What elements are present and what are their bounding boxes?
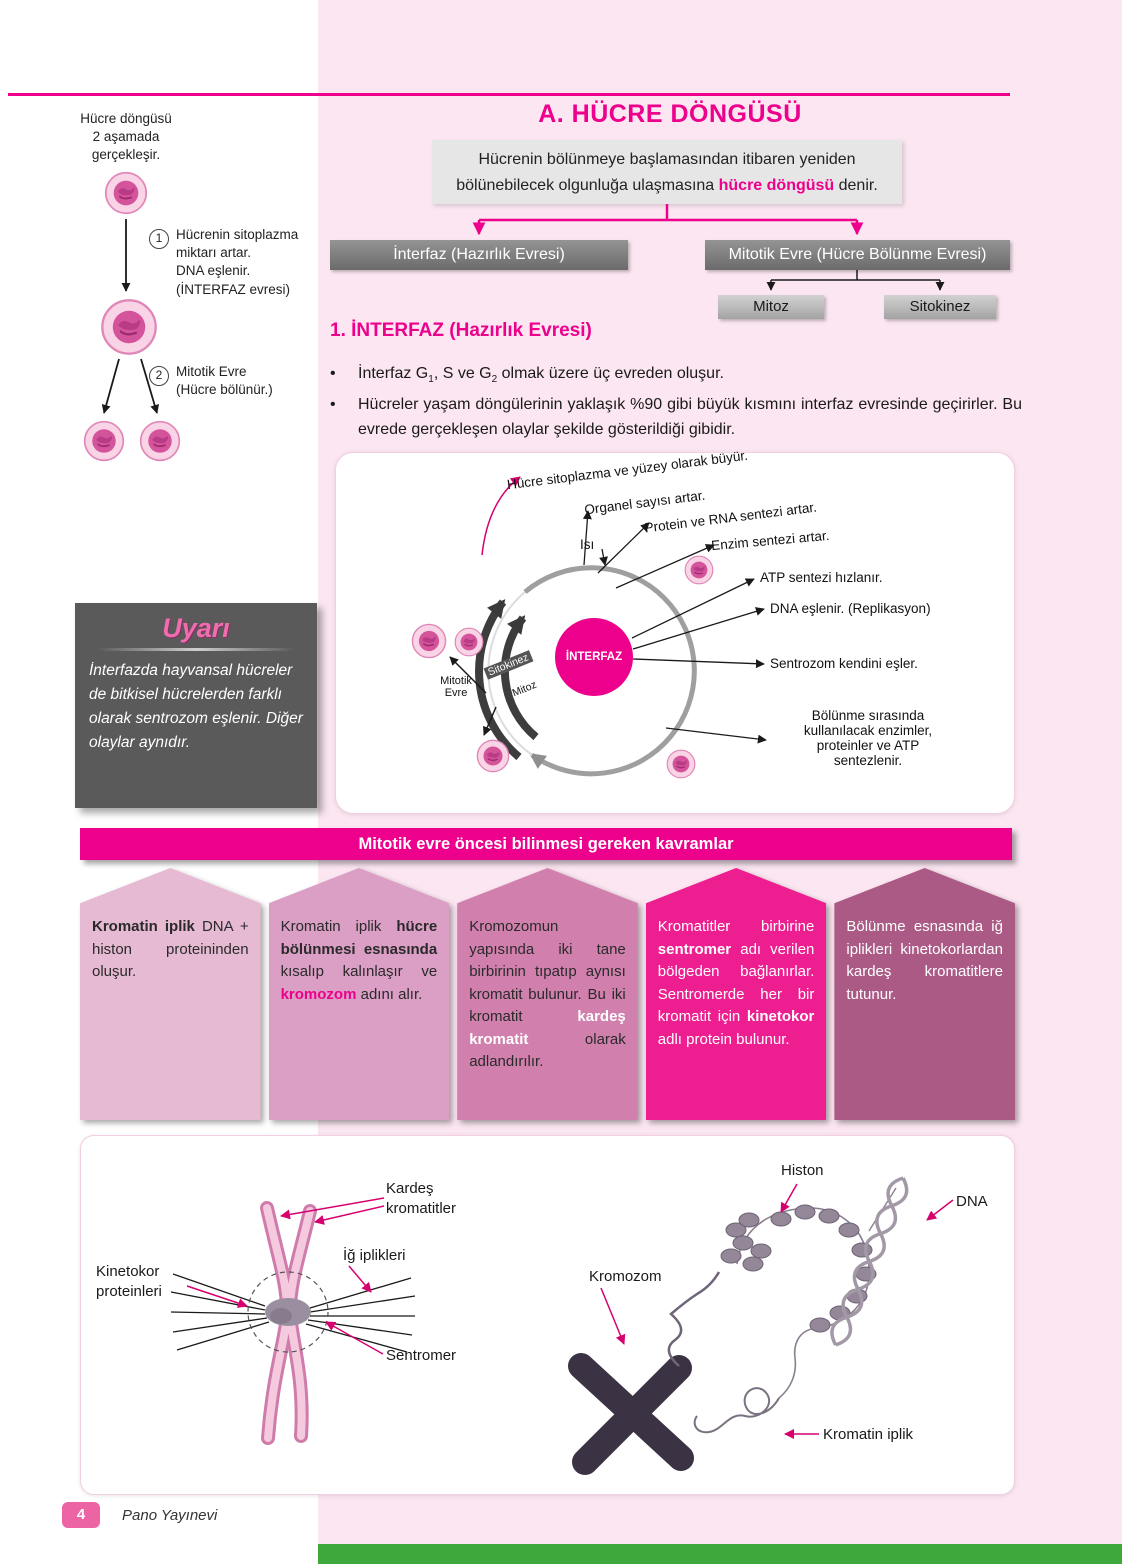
interphase-diagram-card: İNTERFAZ Hücre sitoplazma ve yüzey olara… [335, 448, 1015, 814]
concept-box-kromatit: Kromozomun yapısında iki tane birbirinin… [457, 868, 638, 1120]
label-division-enzymes: Bölünme sırasında kullanılacak enzimler,… [803, 708, 933, 768]
concept5-text: Bölünme esnasında iğ iplikleri kinetokor… [846, 918, 1003, 1003]
label-centrosome: Sentrozom kendini eşler. [770, 656, 918, 671]
cell-icon [83, 420, 125, 462]
warning-box: Uyarı İnterfazda hayvansal hücreler de b… [75, 603, 317, 808]
page-number-badge: 4 [62, 1502, 100, 1528]
concept4-text: Kromatitler birbirine [657, 918, 815, 935]
label-chromosome: Kromozom [589, 1268, 662, 1285]
bullet-marker: • [330, 365, 336, 382]
definition-text: Hücrenin bölünmeye başlamasından itibare… [456, 151, 856, 194]
concept1-bold: Kromatin iplik [92, 918, 195, 935]
cell-icon [476, 739, 510, 773]
cell-icon [104, 171, 148, 215]
page-title: A. HÜCRE DÖNGÜSÜ [538, 100, 802, 128]
concept-box-sentromer: Kromatitler birbirine sentromer adı veri… [645, 868, 827, 1120]
cell-division-figure [83, 171, 181, 462]
header-rule [8, 93, 1010, 96]
step-2-badge: 2 [149, 366, 169, 386]
definition-highlight: hücre döngüsü [718, 176, 835, 194]
concepts-banner: Mitotik evre öncesi bilinmesi gereken ka… [80, 828, 1012, 860]
warning-divider [97, 648, 295, 651]
concept2-text: Kromatin iplik [280, 918, 397, 935]
bullet-1-mid: , S ve G [433, 365, 492, 382]
cell-icon [139, 420, 181, 462]
g2-subscript: 2 [491, 374, 498, 386]
concept4-text2: adı verilen bölgeden bağlanırlar. Sentro… [657, 940, 815, 1026]
concept1-text: DNA + histon proteininden oluşur. [92, 918, 249, 980]
label-atp: ATP sentezi hızlanır. [760, 570, 883, 585]
label-sister-chromatids: Kardeş kromatitler [386, 1180, 457, 1217]
label-heat: Isı [580, 537, 595, 552]
step-1-badge: 1 [149, 229, 169, 249]
label-dna-replication: DNA eşlenir. (Replikasyon) [770, 601, 931, 616]
warning-text: İnterfazda hayvansal hücreler de bitkise… [89, 662, 303, 752]
bullet-item: • Hücreler yaşam döngülerinin yaklaşık %… [330, 393, 1022, 443]
label-mitotic-phase: Mitotik Evre [440, 675, 472, 699]
bullet-marker: • [330, 396, 336, 413]
cell-cycle-definition-box: Hücrenin bölünmeye başlamasından itibare… [432, 140, 902, 204]
step-2-text: Mitotik Evre (Hücre bölünür.) [176, 364, 273, 398]
interfaz-phase-box: İnterfaz (Hazırlık Evresi) [330, 240, 628, 270]
concept4-kinetokor: kinetokor [746, 1008, 815, 1025]
concept2-bold: hücre bölünmesi esnasında [280, 918, 438, 958]
mitotik-phase-box: Mitotik Evre (Hücre Bölünme Evresi) [705, 240, 1010, 270]
sitokinez-box: Sitokinez [884, 295, 996, 319]
publisher-name: Pano Yayınevi [122, 1507, 218, 1524]
concept4-text3: adlı protein bulunur. [657, 1030, 790, 1048]
interfaz-center-label: İNTERFAZ [565, 651, 623, 663]
cell-icon [411, 623, 447, 659]
warning-title: Uyarı [162, 613, 230, 643]
bottom-green-bar [318, 1544, 1122, 1564]
label-kinetochore-proteins: Kinetokor proteinleri [96, 1263, 162, 1300]
cell-icon [454, 627, 484, 657]
label-histone: Histon [781, 1162, 824, 1179]
bullet-item: • İnterfaz G1, S ve G2 olmak üzere üç evr… [330, 362, 1020, 388]
concept2-text2: kısalıp kalınlaşır ve [280, 963, 438, 980]
bullet-1-end: olmak üzere üç evreden oluşur. [497, 365, 724, 382]
step-1-text: Hücrenin sitoplazma miktarı artar. DNA e… [176, 227, 299, 297]
concept3-highlight: kardeş kromatit [469, 1008, 626, 1048]
sidebar-intro-text: Hücre döngüsü 2 aşamada gerçekleşir. [80, 111, 172, 163]
section-heading: 1. İNTERFAZ (Hazırlık Evresi) [330, 320, 592, 341]
cell-icon [666, 749, 696, 779]
cell-icon [101, 299, 157, 355]
label-dna: DNA [956, 1193, 988, 1210]
interfaz-center-circle [555, 618, 633, 696]
bullet-2-text: Hücreler yaşam döngülerinin yaklaşık %90… [358, 396, 1022, 438]
label-centromere: Sentromer [386, 1347, 457, 1364]
label-spindle-fibers: İğ iplikleri [343, 1247, 406, 1264]
g1-subscript: 1 [428, 374, 434, 386]
concept2-kromozom: kromozom [280, 985, 357, 1003]
concept4-sentromer: sentromer [657, 940, 732, 958]
concept3-text: Kromozomun yapısında iki tane birbirinin… [469, 918, 626, 1025]
definition-text-end: denir. [834, 176, 878, 194]
concept-box-kromatin: Kromatin iplik DNA + histon proteininden… [80, 868, 261, 1120]
concept-boxes-row: Kromatin iplik DNA + histon proteininden… [80, 868, 1015, 1120]
concept3-text2: olarak adlandırılır. [469, 1030, 626, 1071]
concept2-text3: adını alır. [356, 985, 423, 1003]
label-chromatin-fiber: Kromatin iplik [823, 1426, 914, 1443]
mitoz-box: Mitoz [718, 295, 824, 319]
concept-box-ig-iplikleri: Bölünme esnasında iğ iplikleri kinetokor… [834, 868, 1015, 1120]
flowchart-connectors [472, 204, 945, 291]
concept-box-kromozom: Kromatin iplik hücre bölünmesi esnasında… [268, 868, 450, 1120]
chromosome-figure-card: Kardeş kromatitler İğ iplikleri Kinetoko… [80, 1135, 1015, 1495]
bullet-1-text: İnterfaz G [358, 365, 429, 382]
cell-cycle-ring [411, 476, 767, 779]
chromosome-figure [170, 1176, 954, 1475]
cell-icon [684, 555, 714, 585]
